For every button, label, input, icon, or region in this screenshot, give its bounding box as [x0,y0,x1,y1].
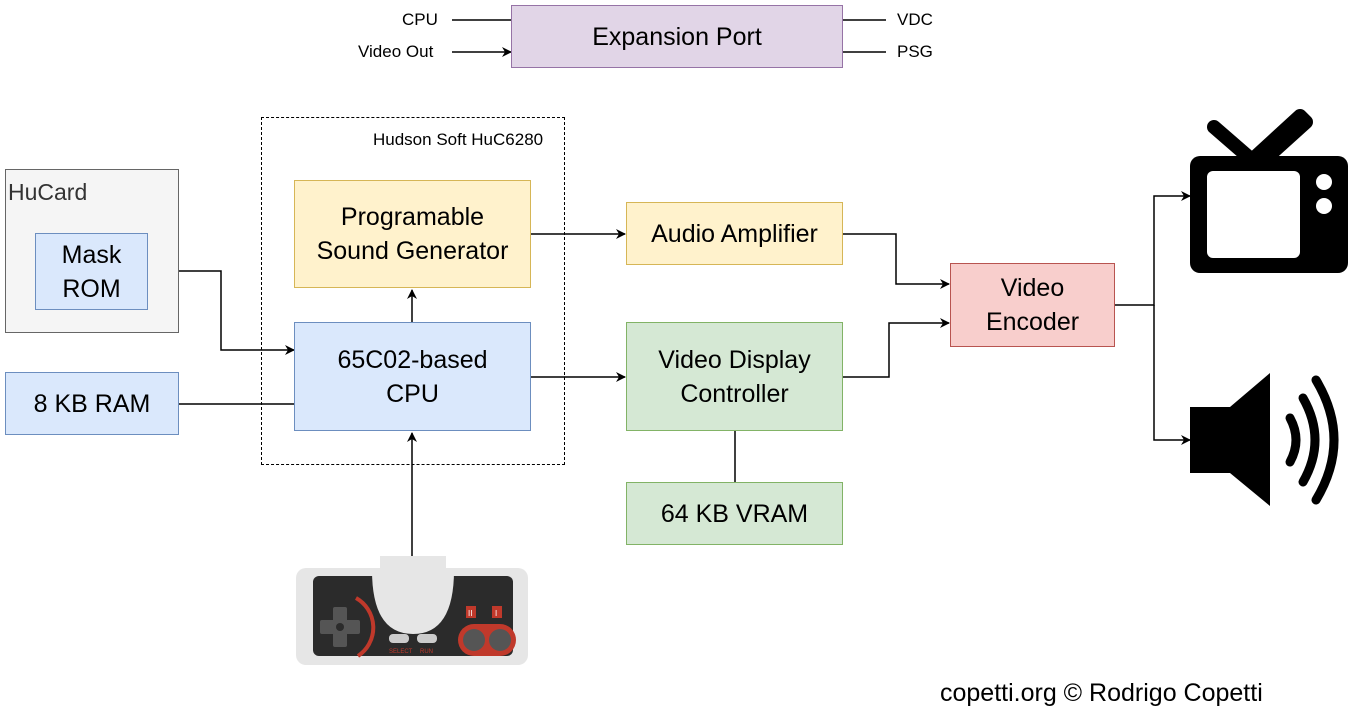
cpu-label: 65C02-based CPU [337,345,488,408]
expansion-vdc-label: VDC [897,10,933,29]
huc6280-group-title: Hudson Soft HuC6280 [373,130,544,149]
gamepad-run-label: RUN [420,649,433,655]
expansion-port-label: Expansion Port [592,22,762,51]
vram-block: 64 KB VRAM [626,482,843,545]
vdc-block: Video Display Controller [626,322,843,431]
video-encoder-block: Video Encoder [950,263,1115,347]
ram-block: 8 KB RAM [5,372,179,435]
expansion-psg-label: PSG [897,42,933,61]
cpu-block: 65C02-based CPU [294,322,531,431]
gamepad-select-label: SELECT [389,649,413,655]
ram-label: 8 KB RAM [33,389,151,418]
mask-rom-label: Mask ROM [61,240,122,303]
amp-to-encoder-arrow [843,233,950,289]
expansion-video-out-label: Video Out [358,42,434,61]
gamepad-button-1-label: I [495,609,497,618]
video-encoder-label: Video Encoder [985,274,1080,336]
huc6280-chip-group [261,117,565,465]
mask-rom-block: Mask ROM [35,233,148,310]
psg-block: Programable Sound Generator [294,180,531,288]
encoder-to-speaker-arrow [1153,305,1191,445]
audio-amplifier-block: Audio Amplifier [626,202,843,265]
speaker-icon [1190,373,1339,506]
expansion-cpu-label: CPU [402,10,438,29]
vram-label: 64 KB VRAM [660,499,809,528]
gamepad-controller-icon: SELECT RUN II I [296,556,528,665]
hucard-title: HuCard [8,179,88,205]
vdc-to-encoder-arrow [843,318,950,378]
vdc-label: Video Display Controller [658,345,811,408]
expansion-port-block: Expansion Port [511,5,843,68]
audio-amplifier-label: Audio Amplifier [651,219,818,248]
encoder-to-tv-arrow [1114,191,1191,306]
television-icon [1190,109,1348,273]
psg-label: Programable Sound Generator [316,203,509,265]
rom-to-cpu-arrow [148,270,295,355]
gamepad-button-2-label: II [468,609,472,618]
credit-text: copetti.org © Rodrigo Copetti [940,679,1263,707]
